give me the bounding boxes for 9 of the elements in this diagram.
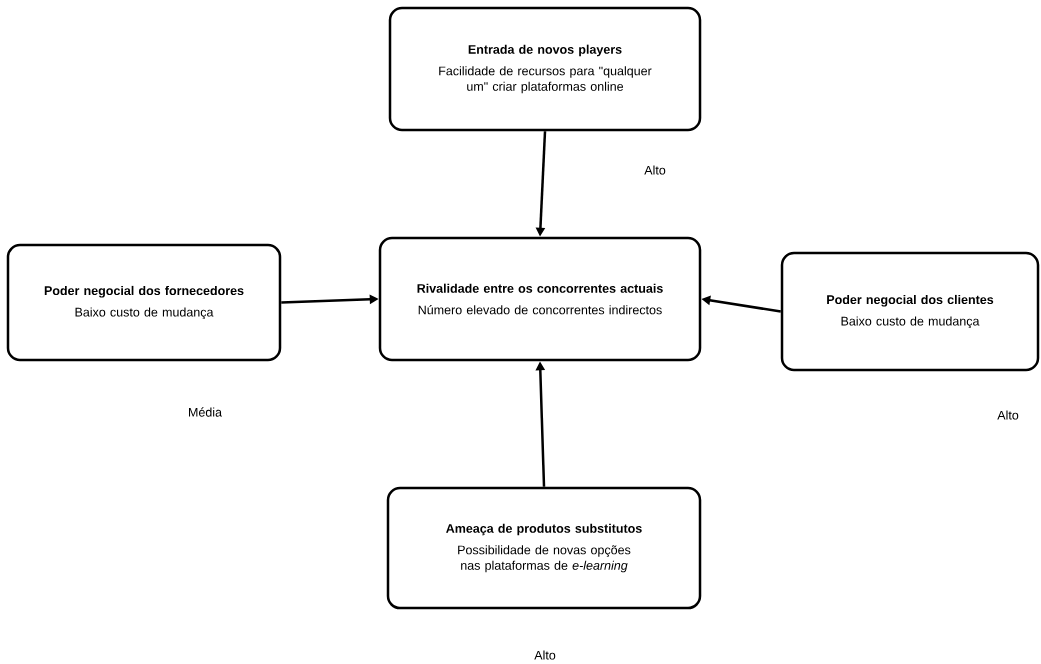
process-box: Rivalidade entre os concorrentes actuais Número elevado de concorrentes indirectos xyxy=(378,236,702,362)
process-box: Entrada de novos players Facilidade de recursos para "qualquer um" criar plataformas online xyxy=(388,6,702,132)
rating-label: Alto xyxy=(534,650,556,660)
process-box: Poder negocial dos fornecedores Baixo custo de mudança xyxy=(6,243,282,362)
process-box: Poder negocial dos clientes Baixo custo de mudança xyxy=(780,251,1040,372)
process-box: Ameaça de produtos substitutos Possibilidade de novas opções nas plataformas de e-learning xyxy=(386,486,702,610)
rating-label: Alto xyxy=(997,410,1019,420)
rating-label: Média xyxy=(189,407,222,417)
rating-label: Alto xyxy=(644,165,666,175)
